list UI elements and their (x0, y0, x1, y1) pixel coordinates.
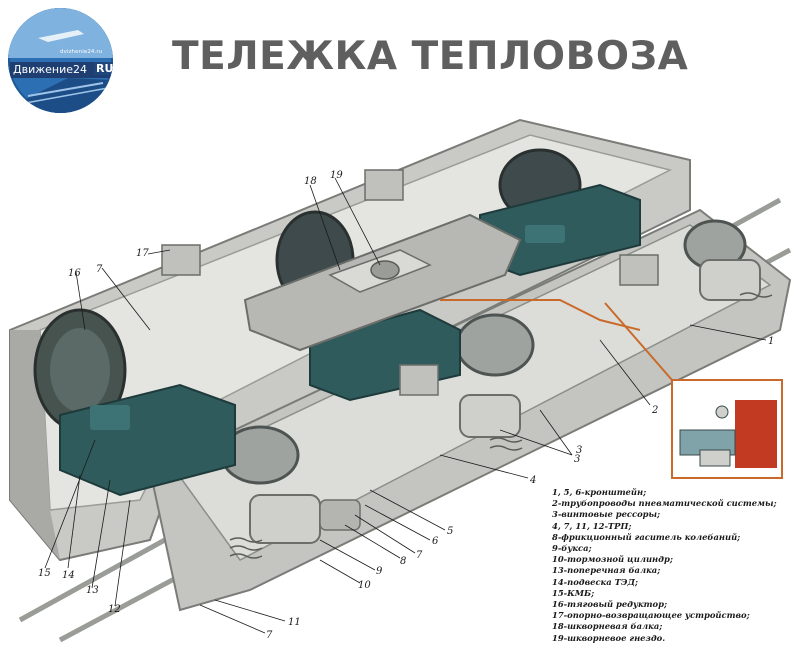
springs-and-axleboxes (229, 259, 773, 559)
inset-detail (604, 302, 783, 479)
bolster-beam (243, 213, 522, 352)
callout-12: 12 (108, 604, 121, 615)
pneumatic-pipeline (440, 299, 641, 331)
logo-banner (10, 62, 113, 78)
logo-graphic (8, 30, 113, 113)
legend-item: 8-фрикционный гаситель колебаний; (552, 531, 741, 542)
callout-13: 13 (86, 585, 99, 596)
callout-19: 19 (330, 170, 343, 181)
callout-15: 15 (38, 568, 51, 579)
callout-8: 8 (400, 556, 406, 567)
callout-4: 4 (529, 475, 536, 486)
callout-7-upper: 7 (96, 264, 103, 275)
callout-3-second: 3 (576, 445, 582, 456)
support-units (161, 169, 659, 396)
callout-10: 10 (358, 580, 371, 591)
legend-item: 19-шкворневое гнездо. (552, 632, 666, 643)
leader-lines (44, 177, 767, 634)
legend-item: 17-опорно-возвращающее устройство; (552, 610, 750, 621)
logo-ru-badge: RU (94, 62, 113, 75)
callout-11: 11 (288, 617, 301, 628)
page-title: ТЕЛЕЖКА ТЕПЛОВОЗА (172, 34, 689, 79)
callout-9: 9 (376, 566, 383, 577)
legend-item: 4, 7, 11, 12-ТРП; (552, 520, 632, 531)
legend: 1, 5, 6-кронштейн; 2-трубопроводы пневма… (552, 487, 792, 644)
legend-item: 10-тормозной цилиндр; (552, 554, 673, 565)
callout-2: 2 (651, 405, 658, 416)
legend-item: 1, 5, 6-кронштейн; (552, 487, 647, 497)
legend-item: 18-шкворневая балка; (552, 621, 663, 632)
callout-17: 17 (136, 248, 149, 259)
logo-sky (8, 8, 113, 58)
legend-item: 2-трубопроводы пневматической системы; (552, 498, 777, 509)
legend-item: 15-КМБ; (552, 587, 595, 598)
callout-18: 18 (304, 176, 317, 187)
legend-item: 14-подвеска ТЭД; (552, 576, 638, 587)
logo: dvizhenie24.ru Движение24 RU (8, 8, 113, 113)
callout-16: 16 (68, 268, 81, 279)
callout-numbers: 1 2 3 4 5 6 7 8 9 10 11 12 13 14 15 16 1… (38, 170, 774, 641)
legend-item: 16-тяговый редуктор; (552, 599, 668, 610)
legend-item: 13-поперечная балка; (552, 565, 661, 576)
callout-7: 7 (416, 550, 423, 561)
callout-14: 14 (62, 570, 75, 581)
legend-item: 9-букса; (552, 543, 592, 554)
callout-1: 1 (768, 336, 774, 347)
callout-7-lower: 7 (266, 630, 273, 641)
callout-6: 6 (432, 536, 439, 547)
logo-domain-text: dvizhenie24.ru (60, 49, 103, 55)
callout-3: 3 (574, 454, 580, 465)
legend-item: 3-винтовые рессоры; (552, 509, 661, 520)
callout-5: 5 (447, 526, 453, 537)
logo-name: Движение24 (13, 63, 88, 76)
